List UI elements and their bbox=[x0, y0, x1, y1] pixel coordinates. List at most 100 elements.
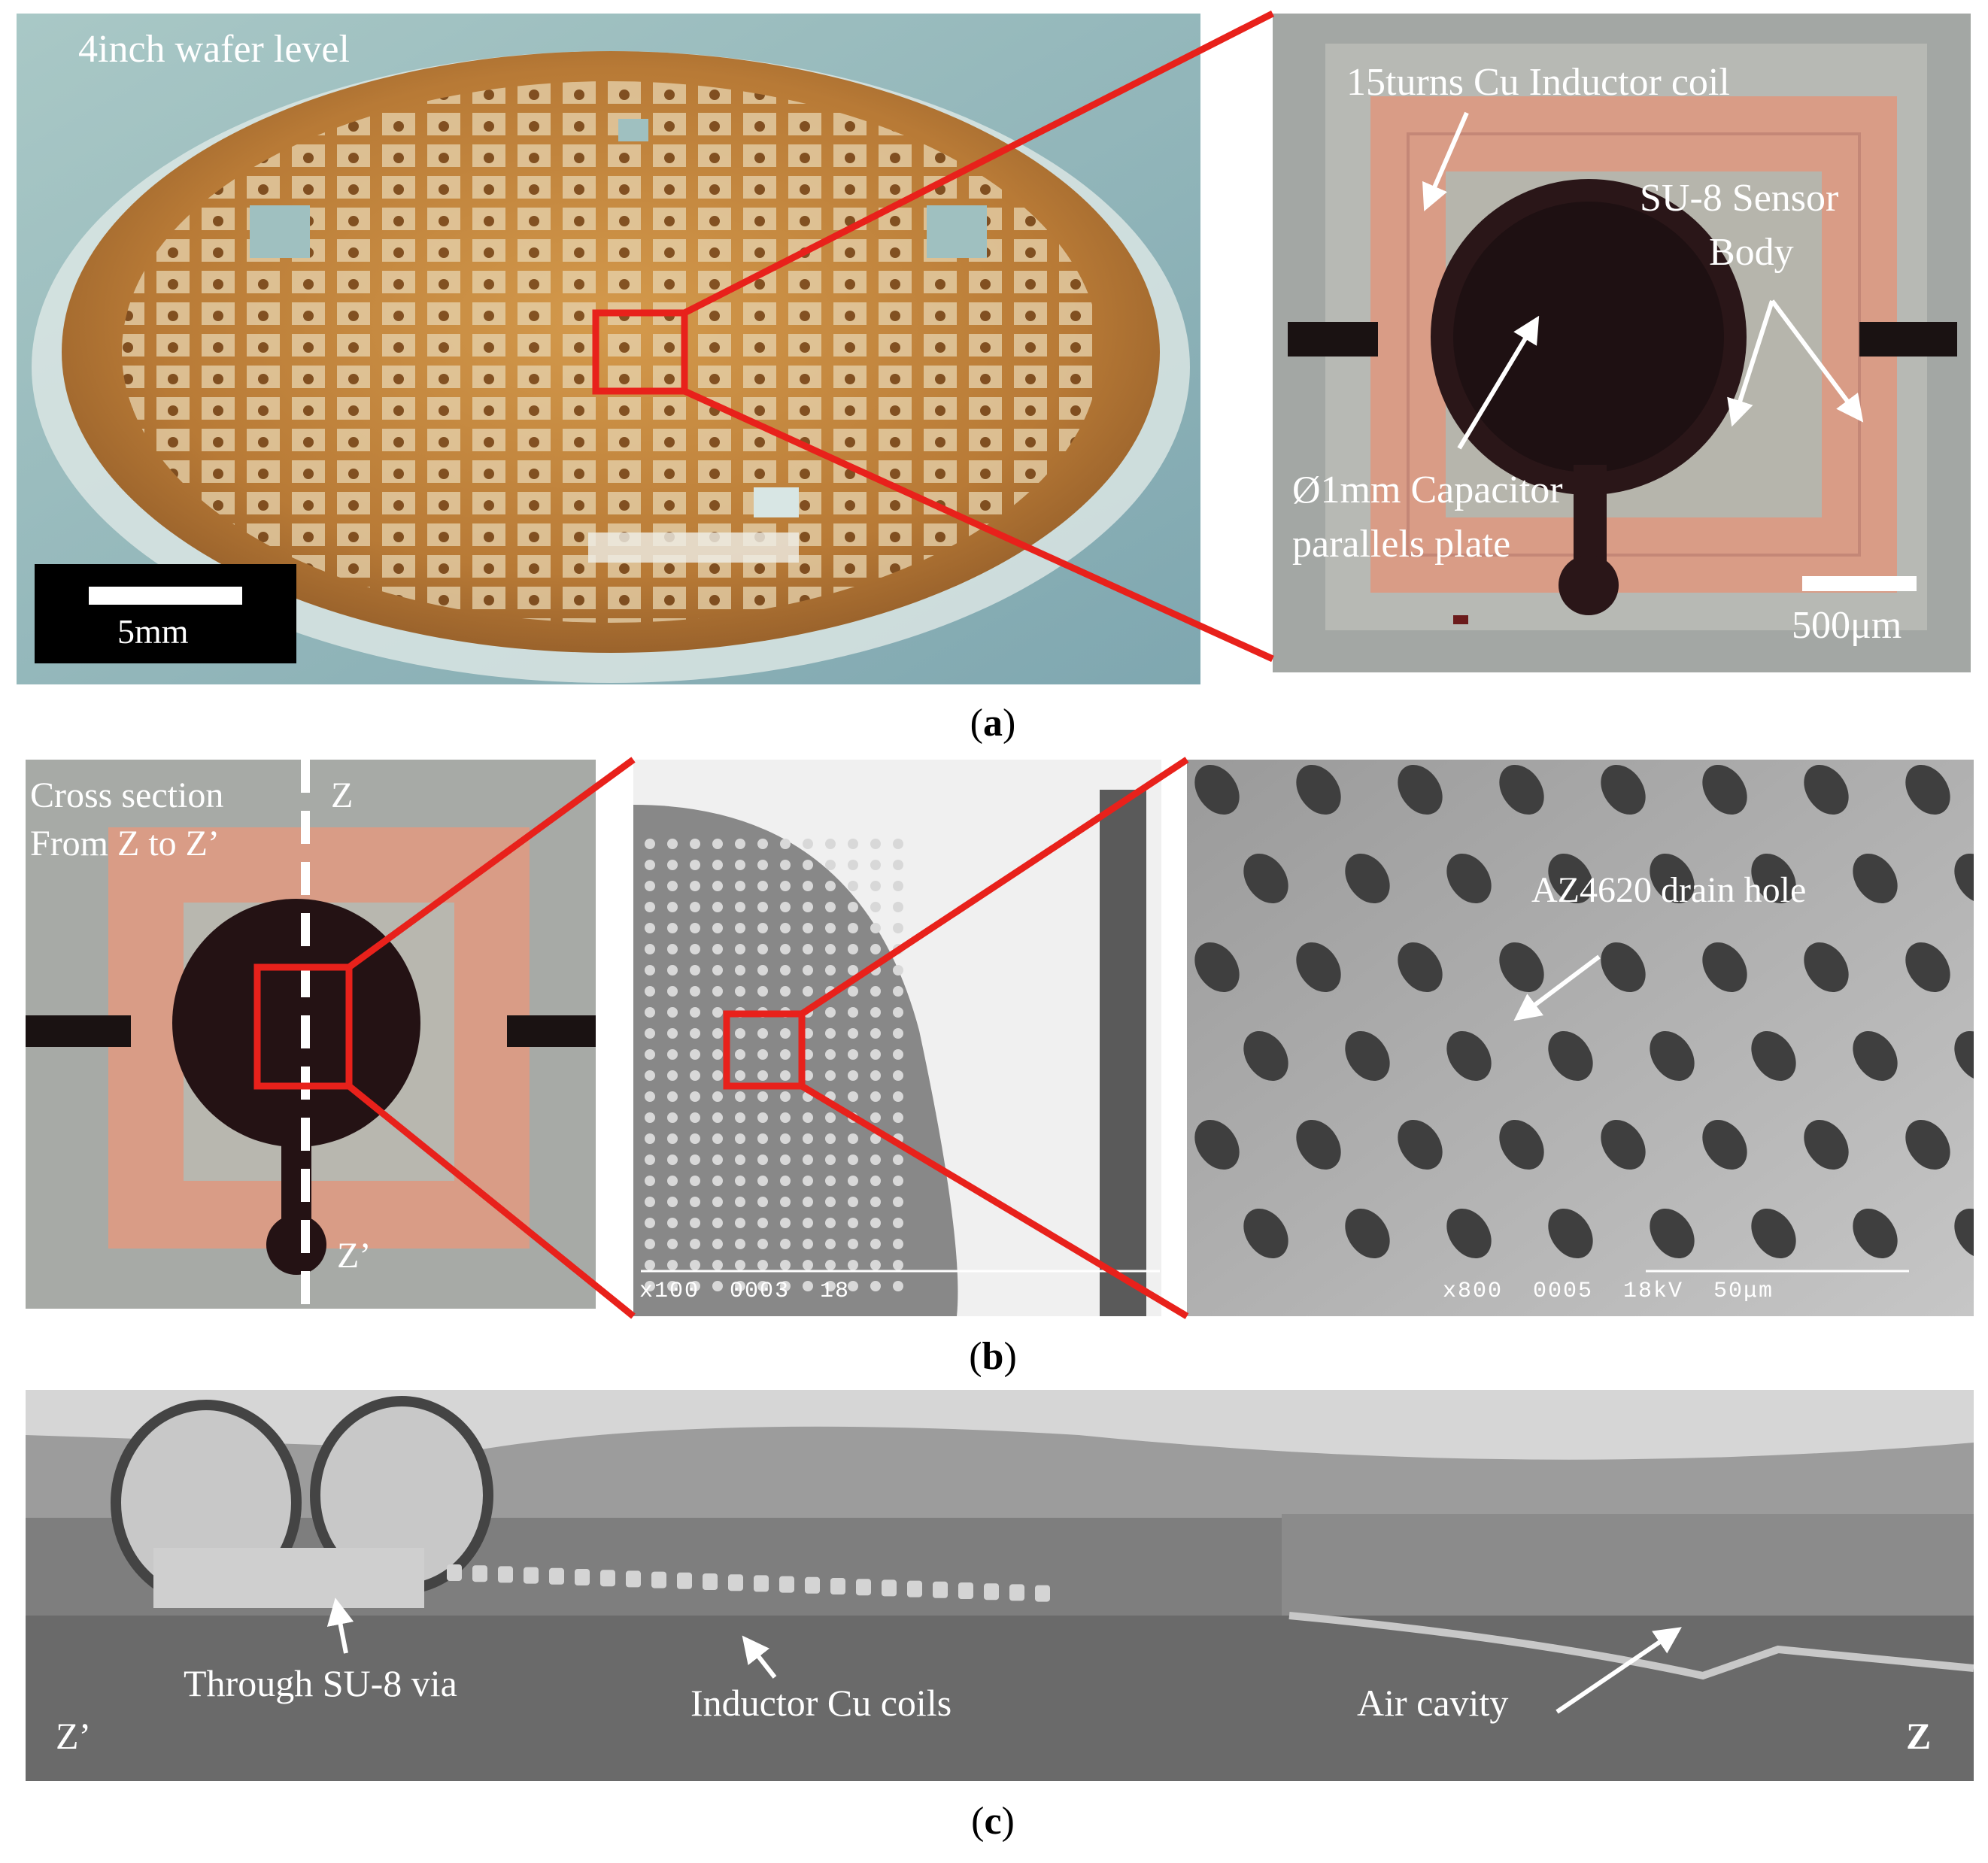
capacitor-dot bbox=[645, 902, 655, 912]
capacitor-dot bbox=[645, 1133, 655, 1144]
capacitor-dot bbox=[735, 860, 745, 870]
z-bottom-label: Z’ bbox=[337, 1236, 372, 1276]
capacitor-dot bbox=[893, 860, 903, 870]
drain-hole bbox=[1853, 853, 1898, 904]
capacitor-dot bbox=[848, 1133, 858, 1144]
capacitor-dot bbox=[735, 1281, 745, 1291]
capacitor-dot bbox=[690, 1176, 700, 1186]
capacitor-dot bbox=[757, 1239, 768, 1249]
capacitor-dot bbox=[757, 1260, 768, 1270]
capacitor-dot bbox=[870, 1133, 881, 1144]
drain-hole bbox=[1650, 1030, 1695, 1082]
capacitor-dot bbox=[735, 1218, 745, 1228]
capacitor-dot bbox=[757, 986, 768, 997]
drain-hole bbox=[1601, 764, 1646, 815]
capacitor-dot bbox=[735, 1155, 745, 1165]
capacitor-dot bbox=[757, 860, 768, 870]
drain-hole bbox=[1194, 942, 1240, 993]
capacitor-dot bbox=[870, 1112, 881, 1123]
capacitor-dot bbox=[757, 923, 768, 933]
capacitor-dot bbox=[870, 1070, 881, 1081]
capacitor-dot bbox=[893, 1281, 903, 1291]
capacitor-dot bbox=[645, 965, 655, 975]
capacitor-dot bbox=[667, 1197, 678, 1207]
capacitor-dot bbox=[645, 1155, 655, 1165]
capacitor-dot bbox=[645, 1281, 655, 1291]
capacitor-dot bbox=[780, 1070, 791, 1081]
capacitor-dot bbox=[803, 1176, 813, 1186]
capacitor-dot bbox=[803, 839, 813, 849]
drain-hole bbox=[1499, 1119, 1544, 1170]
capacitor-dot bbox=[893, 1028, 903, 1039]
capacitor-dot bbox=[848, 1239, 858, 1249]
capacitor-dot bbox=[645, 1112, 655, 1123]
capacitor-dot bbox=[757, 1112, 768, 1123]
capacitor-dot bbox=[645, 1260, 655, 1270]
cavity-label: Air cavity bbox=[1357, 1682, 1509, 1724]
capacitor-dot bbox=[893, 1112, 903, 1123]
coil-turn bbox=[805, 1576, 820, 1594]
capacitor-dot bbox=[893, 965, 903, 975]
capacitor-dot bbox=[848, 986, 858, 997]
capacitor-dot bbox=[893, 1049, 903, 1060]
capacitor-dot bbox=[780, 1218, 791, 1228]
capacitor-dot bbox=[645, 944, 655, 954]
capacitor-dot bbox=[690, 1049, 700, 1060]
capacitor-dot bbox=[803, 1155, 813, 1165]
sem-info-bar: x800 0005 18kV 50μm bbox=[1443, 1279, 1774, 1304]
capacitor-dot bbox=[712, 1112, 723, 1123]
capacitor-dot bbox=[645, 839, 655, 849]
capacitor-dot bbox=[825, 1133, 836, 1144]
capacitor-dot bbox=[667, 1260, 678, 1270]
su8-label-line1: SU-8 Sensor bbox=[1640, 177, 1839, 220]
capacitor-dot bbox=[757, 1070, 768, 1081]
sem-capacitor-plate: x100 0003 18 bbox=[633, 760, 1161, 1316]
capacitor-dot bbox=[735, 902, 745, 912]
capacitor-dot bbox=[712, 1049, 723, 1060]
capacitor-dot bbox=[780, 839, 791, 849]
capacitor-dot bbox=[757, 1218, 768, 1228]
sem-drain-holes: AZ4620 drain hole x800 0005 18kV 50μm bbox=[1187, 760, 1974, 1316]
scale-bar bbox=[89, 587, 242, 605]
capacitor-dot bbox=[870, 1260, 881, 1270]
capacitor-dot bbox=[667, 1091, 678, 1102]
capacitor-dot bbox=[870, 1049, 881, 1060]
drain-hole bbox=[1345, 1208, 1390, 1259]
capacitor-dot bbox=[757, 1281, 768, 1291]
capacitor-dot bbox=[893, 839, 903, 849]
capacitor-dot bbox=[870, 923, 881, 933]
capacitor-dot bbox=[690, 1112, 700, 1123]
drain-hole bbox=[1601, 942, 1646, 993]
coil-turn bbox=[626, 1570, 641, 1588]
drain-hole bbox=[1243, 1030, 1288, 1082]
capacitor-dot bbox=[757, 1049, 768, 1060]
capacitor-dot bbox=[780, 1176, 791, 1186]
capacitor-dot bbox=[848, 1260, 858, 1270]
capacitor-dot bbox=[667, 944, 678, 954]
capacitor-dot bbox=[825, 1112, 836, 1123]
capacitor-dot bbox=[848, 1028, 858, 1039]
drain-hole bbox=[1398, 764, 1443, 815]
capacitor-dot bbox=[848, 1197, 858, 1207]
drain-hole bbox=[1398, 942, 1443, 993]
coil-turn bbox=[984, 1583, 999, 1601]
capacitor-dot bbox=[870, 1007, 881, 1018]
capacitor-dot bbox=[712, 1028, 723, 1039]
capacitor-dot bbox=[803, 860, 813, 870]
drain-hole bbox=[1650, 853, 1695, 904]
capacitor-dot bbox=[870, 1176, 881, 1186]
capacitor-dot bbox=[848, 923, 858, 933]
capacitor-dot bbox=[667, 1281, 678, 1291]
capacitor-dot bbox=[645, 923, 655, 933]
drain-hole-label: AZ4620 drain hole bbox=[1531, 870, 1807, 910]
capacitor-dot bbox=[667, 1112, 678, 1123]
capacitor-dot bbox=[757, 881, 768, 891]
capacitor-dot bbox=[712, 1007, 723, 1018]
capacitor-dot bbox=[645, 860, 655, 870]
capacitor-dot bbox=[712, 965, 723, 975]
capacitor-dot bbox=[848, 965, 858, 975]
capacitor-dot bbox=[870, 1218, 881, 1228]
capacitor-dot bbox=[645, 881, 655, 891]
drain-hole bbox=[1751, 1208, 1796, 1259]
capacitor-dot bbox=[780, 881, 791, 891]
